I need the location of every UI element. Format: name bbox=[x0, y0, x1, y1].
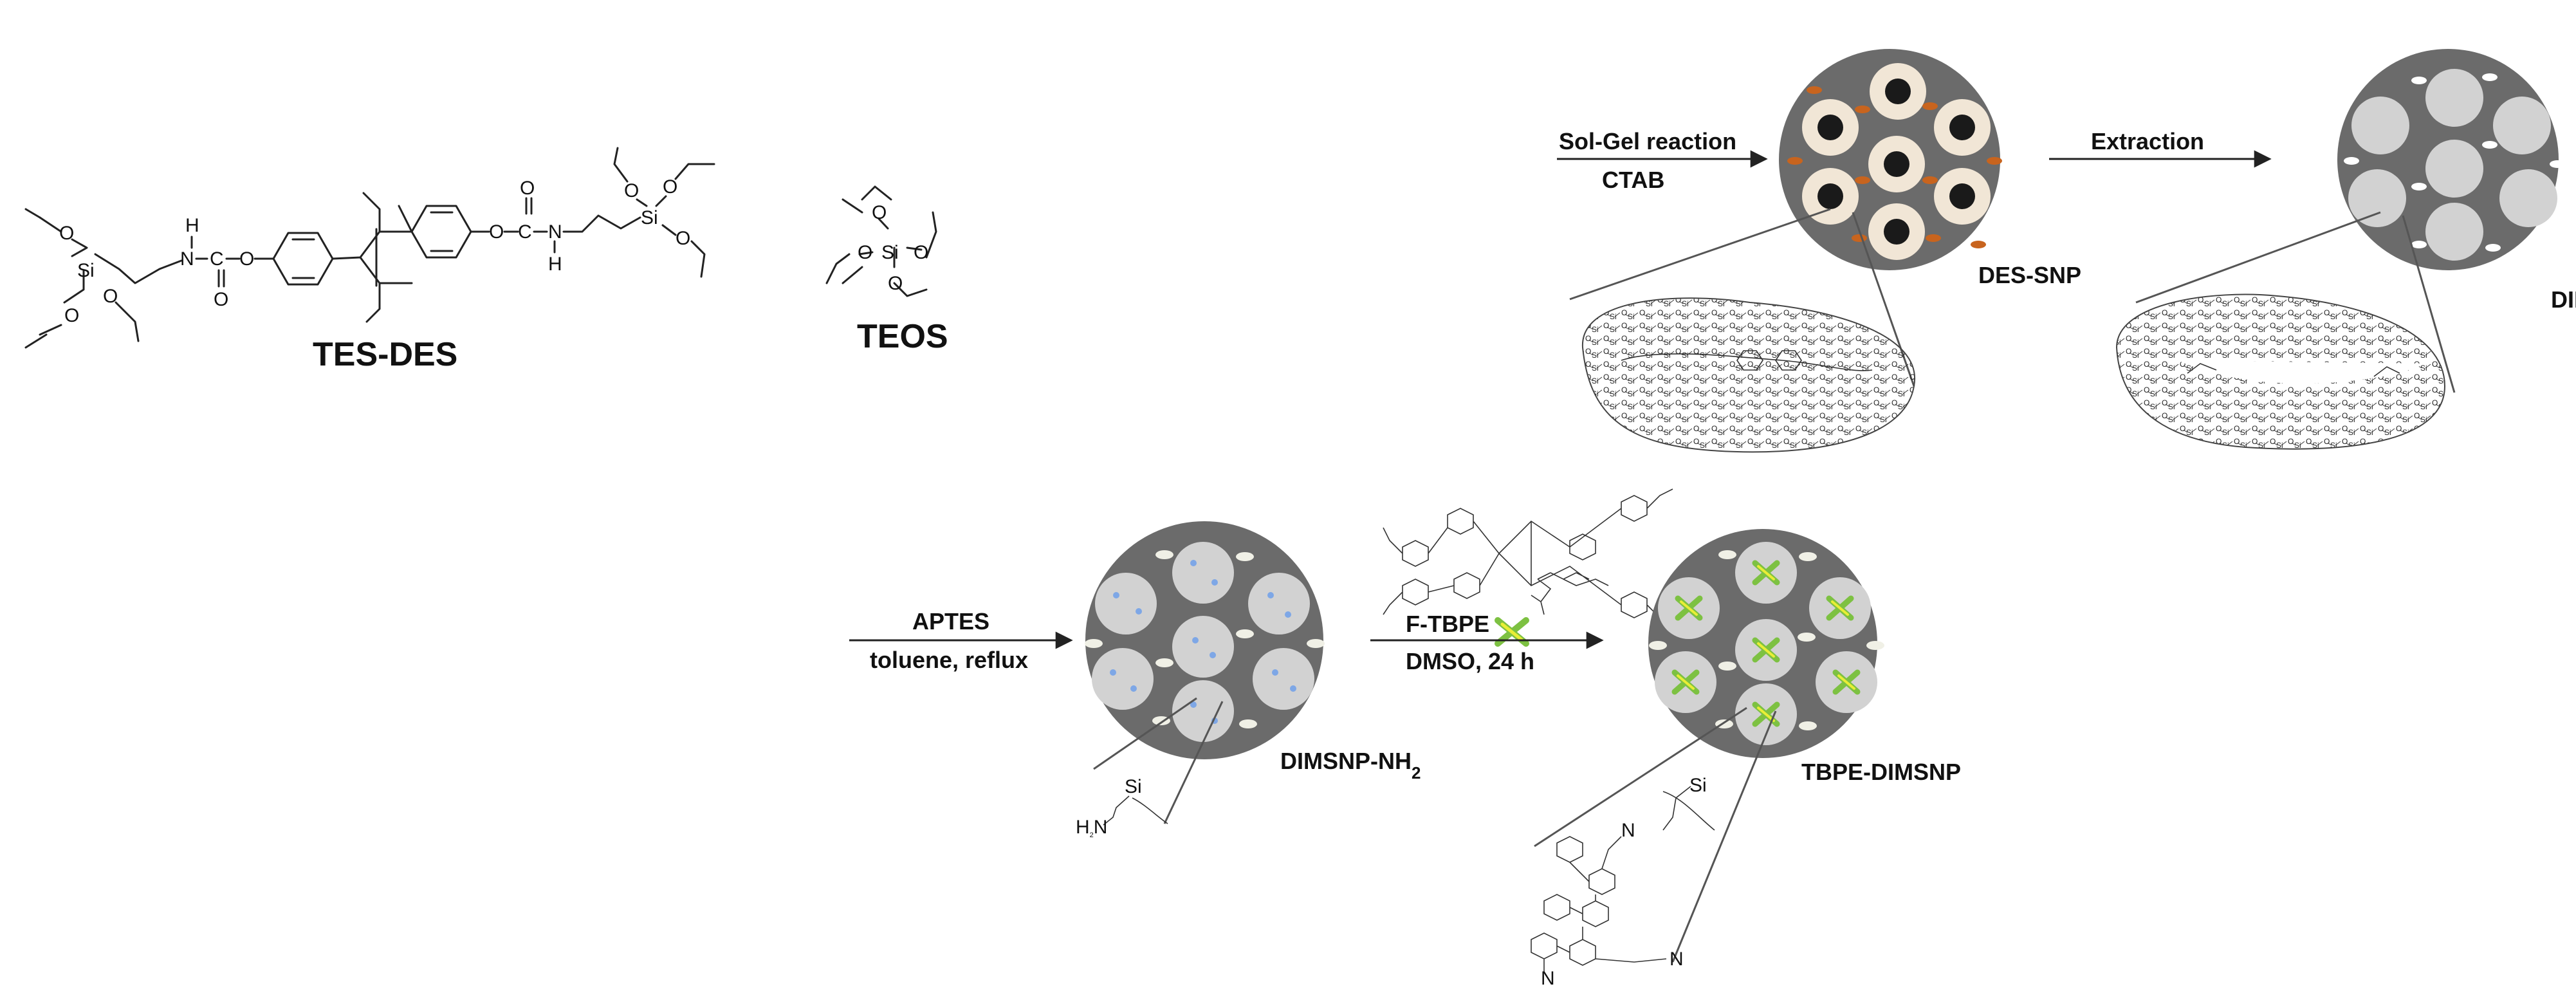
des-snp-label: DES-SNP bbox=[1978, 262, 2081, 288]
detail-si: Si bbox=[1689, 775, 1707, 796]
dimsnp-nh2-particle: DIMSNP-NH2 bbox=[1085, 521, 1421, 783]
step-reagent: APTES bbox=[912, 608, 989, 634]
teos-atom: O bbox=[888, 273, 903, 294]
tes-des-atom: C bbox=[518, 221, 532, 243]
tes-des-atom: H bbox=[185, 215, 199, 236]
step-aptes: APTES toluene, reflux bbox=[849, 608, 1073, 673]
tbpe-dimsnp-particle: TBPE-DIMSNP bbox=[1648, 529, 1961, 785]
step-reagent: Extraction bbox=[2091, 128, 2204, 154]
teos-atom: O bbox=[858, 242, 872, 263]
tes-des-atom: H bbox=[548, 254, 562, 275]
step-condition: CTAB bbox=[1602, 167, 1664, 193]
tbpe-dimsnp-zoom-lines bbox=[1534, 707, 1777, 963]
tes-des-atom: O bbox=[59, 223, 74, 244]
tes-des-atom: Si bbox=[77, 260, 95, 281]
tes-des-atom: O bbox=[520, 178, 535, 199]
tes-des-label: TES-DES bbox=[313, 336, 457, 373]
dimsn-label: DIMSN bbox=[2551, 286, 2576, 313]
des-snp-silica-detail bbox=[1581, 297, 1916, 453]
tes-des-atom: C bbox=[210, 248, 224, 270]
teos-label: TEOS bbox=[857, 318, 948, 355]
detail-si: Si bbox=[1125, 776, 1142, 797]
tes-des-atom: Si bbox=[641, 207, 658, 228]
detail-h2n: H2N bbox=[1076, 817, 1107, 839]
dimsnp-nh2-amine-detail: Si H2N bbox=[1076, 776, 1168, 839]
detail-n: N bbox=[1541, 968, 1555, 989]
step-f-tbpe: F-TBPE DMSO, 24 h bbox=[1370, 611, 1604, 674]
tes-des-atom: O bbox=[663, 176, 677, 198]
tes-des-atom: O bbox=[239, 248, 254, 270]
teos-atom: O bbox=[914, 242, 928, 263]
step-condition: toluene, reflux bbox=[870, 647, 1028, 673]
tes-des-atom: N bbox=[548, 221, 562, 243]
detail-n: N bbox=[1621, 820, 1635, 841]
tes-des-atom: O bbox=[489, 221, 504, 243]
tbpe-dimsnp-grafted-detail: Si N N N bbox=[1531, 775, 1715, 989]
dimsn-zoom-lines bbox=[2135, 211, 2456, 393]
tes-des-atom: O bbox=[676, 228, 690, 249]
step-sol-gel: Sol-Gel reaction CTAB bbox=[1557, 128, 1768, 193]
tes-des-atom: O bbox=[624, 180, 639, 201]
step-condition: DMSO, 24 h bbox=[1406, 648, 1534, 674]
tes-des-atom: O bbox=[64, 305, 79, 326]
step-reagent: Sol-Gel reaction bbox=[1559, 128, 1736, 154]
dimsn-silica-detail bbox=[2115, 293, 2446, 450]
step-extraction: Extraction bbox=[2049, 128, 2272, 168]
des-snp-particle: DES-SNP bbox=[1779, 49, 2081, 288]
tbpe-dimsnp-label: TBPE-DIMSNP bbox=[1801, 759, 1961, 785]
teos-molecule: O O Si O O TEOS bbox=[825, 185, 948, 355]
tes-des-atom: O bbox=[103, 286, 118, 307]
tes-des-atom: N bbox=[180, 248, 194, 270]
tes-des-molecule: Si O O O H N C O O O C O N H Si O O O bbox=[24, 147, 715, 373]
dimsnp-nh2-zoom-lines bbox=[1093, 697, 1224, 824]
tes-des-atom: O bbox=[214, 289, 228, 310]
step-reagent: F-TBPE bbox=[1406, 611, 1489, 637]
detail-n: N bbox=[1670, 949, 1684, 970]
dimsnp-nh2-label: DIMSNP-NH2 bbox=[1280, 748, 1421, 783]
dimsn-particle: DIMSN bbox=[2337, 49, 2576, 313]
teos-atom: O bbox=[872, 202, 887, 223]
teos-atom: Si bbox=[881, 242, 899, 263]
